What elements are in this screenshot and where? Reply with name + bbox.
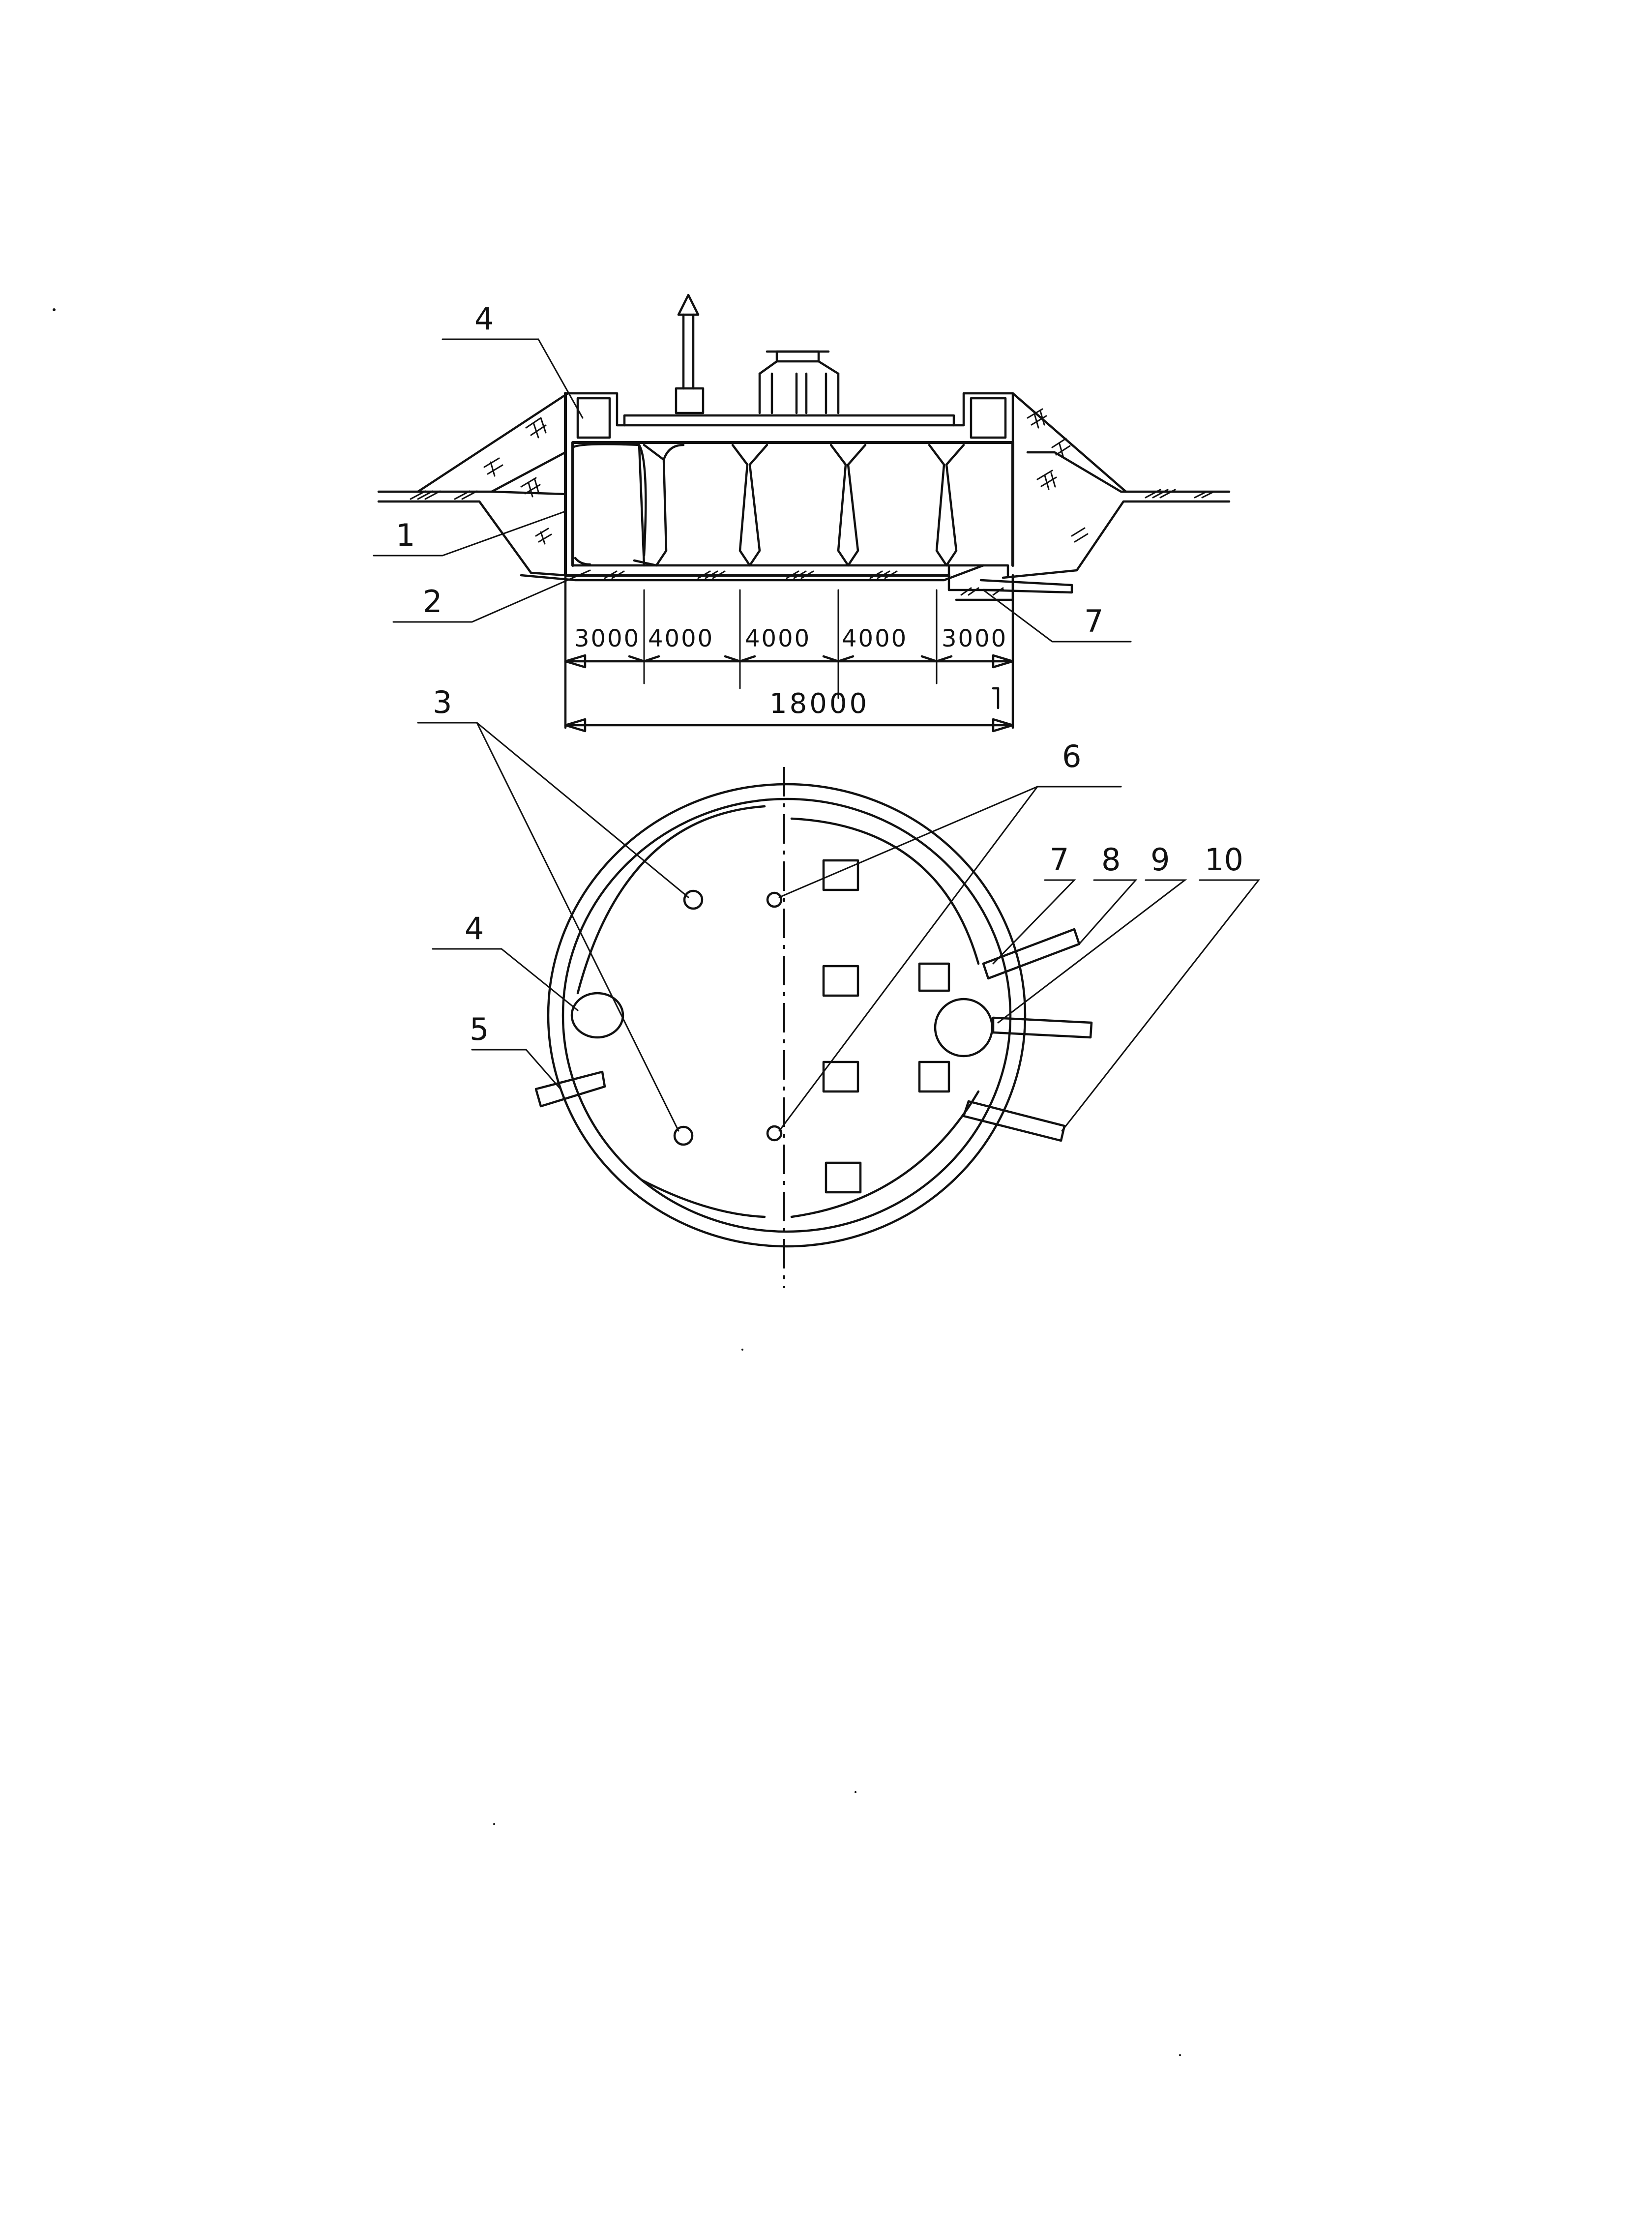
inlet-pipe	[534, 1070, 606, 1108]
center-hole-lower	[766, 1125, 783, 1142]
plan-view: 3 6 4 5 7 8 9 10	[417, 684, 1261, 1288]
callout-1: 1	[396, 517, 415, 553]
callout-7-section: 7	[1084, 603, 1103, 639]
callout-9: 9	[1150, 842, 1170, 878]
section-view: 3000 4000 4000 4000 3000 18000 4 1 2 7	[373, 294, 1231, 733]
inspection-openings	[822, 859, 950, 1194]
center-hole-upper	[766, 891, 783, 908]
scan-specks	[53, 308, 1181, 2056]
dimension-segment-3: 4000	[745, 625, 811, 652]
dimension-segment-4: 4000	[842, 625, 908, 652]
vent-pipe	[675, 294, 705, 414]
callout-5: 5	[470, 1011, 489, 1047]
plan-callouts: 3 6 4 5 7 8 9 10	[417, 684, 1261, 1132]
opening-square	[825, 1161, 862, 1194]
dimension-segment-5: 3000	[942, 625, 1007, 652]
earth-embankment	[410, 392, 1215, 582]
callout-6: 6	[1062, 738, 1081, 774]
manhole	[570, 992, 624, 1039]
manhole-cover	[758, 350, 840, 414]
opening-square	[822, 859, 859, 891]
callout-8: 8	[1101, 842, 1121, 878]
callout-2: 2	[423, 584, 442, 619]
callout-10: 10	[1205, 842, 1243, 878]
baffle-walls	[571, 443, 965, 567]
vent-hole-lower	[673, 1125, 694, 1146]
inner-wall-arc-left	[576, 805, 766, 995]
tank-body	[564, 392, 1014, 577]
outer-ring	[547, 783, 1027, 1248]
inner-ring	[561, 797, 1012, 1233]
discharge-pit	[934, 998, 994, 1058]
callout-4-section: 4	[474, 301, 494, 337]
inner-wall-arc-bottom-left	[640, 1179, 766, 1218]
callout-4-plan: 4	[465, 911, 484, 946]
opening-square	[822, 1061, 859, 1093]
opening-square	[918, 962, 950, 992]
pipe-10	[962, 1100, 1066, 1142]
inner-wall-arc-right	[790, 817, 980, 965]
opening-square	[822, 965, 859, 997]
section-callouts: 4 1 2 7	[373, 301, 1132, 643]
inner-wall-arc-bottom-right	[790, 1090, 980, 1218]
callout-3: 3	[433, 684, 452, 720]
dimension-segment-2: 4000	[648, 625, 714, 652]
pipe-9	[992, 1016, 1093, 1039]
dimension-segment-1: 3000	[574, 625, 640, 652]
dimension-lines	[564, 574, 1014, 733]
callout-7-plan: 7	[1050, 842, 1069, 878]
vent-hole-upper	[683, 889, 704, 910]
soil-hatching	[410, 408, 1215, 579]
opening-square	[918, 1061, 950, 1093]
dimension-total: 18000	[769, 688, 869, 720]
